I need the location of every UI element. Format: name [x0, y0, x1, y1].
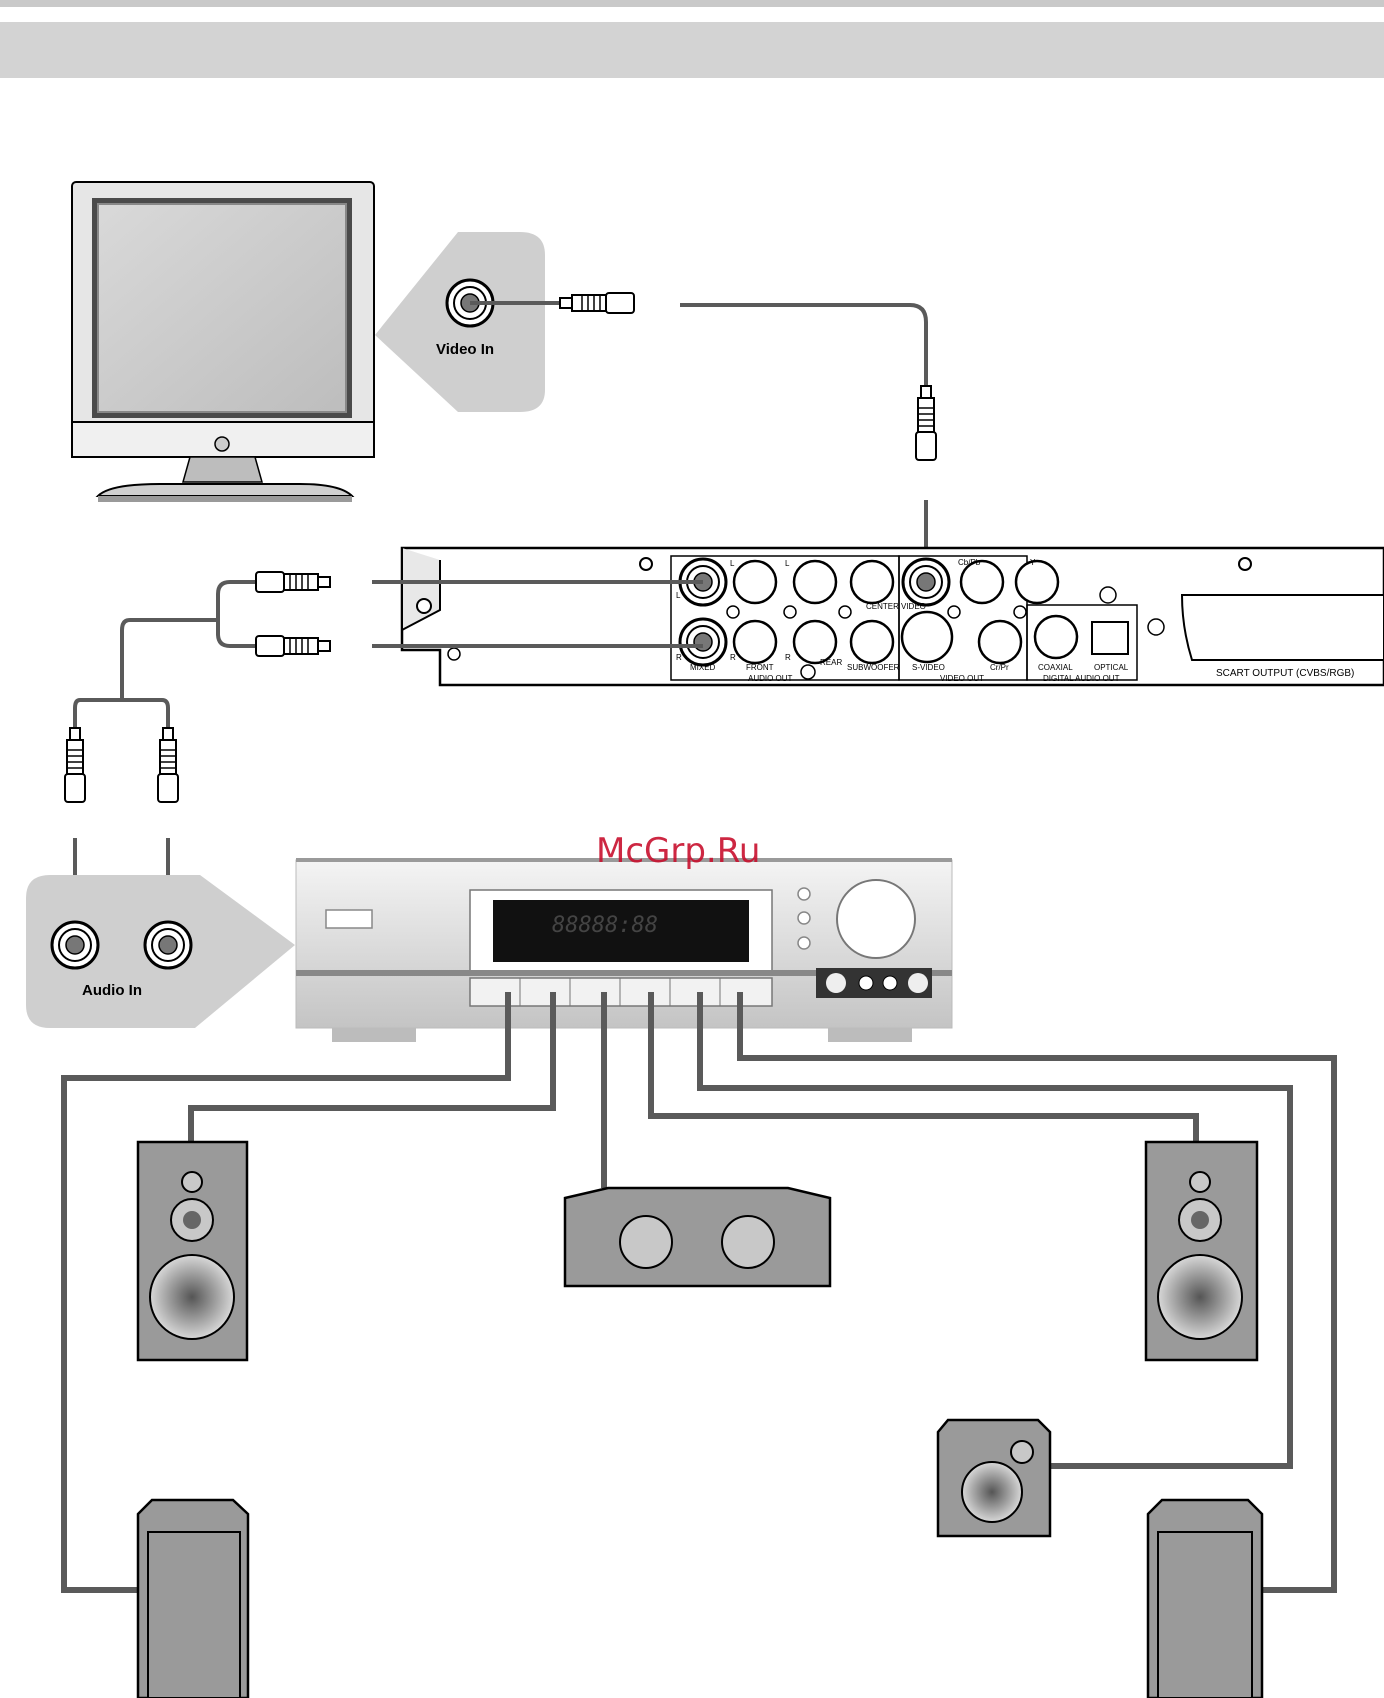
rear-l-label: L	[785, 559, 790, 568]
audio-in-label: Audio In	[82, 982, 142, 999]
television	[72, 182, 374, 502]
video-out-jack-icon	[903, 559, 949, 605]
cr-pr-label: Cr/Pr	[990, 663, 1009, 672]
front-label: FRONT	[746, 663, 774, 672]
audio-out-label: AUDIO OUT	[748, 674, 793, 683]
video-in-label: Video In	[436, 341, 494, 358]
digital-audio-out-label: DIGITAL AUDIO OUT	[1043, 674, 1120, 683]
dvd-player-rear-panel: L L L R R R MIXED FRONT REAR CENTER SUBW…	[402, 548, 1384, 685]
rear-left-speaker	[138, 1500, 248, 1698]
rear-right-speaker	[1148, 1500, 1262, 1698]
rear-label: REAR	[820, 658, 842, 667]
audio-in-right-jack-icon	[145, 922, 191, 968]
av-receiver: 88888:88	[296, 858, 952, 1042]
audio-in-callout: Audio In	[26, 875, 295, 1028]
video-label: VIDEO	[901, 602, 926, 611]
scart-label: SCART OUTPUT (CVBS/RGB)	[1216, 668, 1354, 679]
video-plug-vertical-icon	[916, 386, 936, 460]
front-right-speaker	[1146, 1142, 1257, 1360]
mixed-label: MIXED	[690, 663, 716, 672]
rear-r-label: R	[785, 653, 791, 662]
mixed-r-label: R	[676, 653, 682, 662]
front-left-speaker	[138, 1142, 247, 1360]
cb-pb-label: Cb/Pb	[958, 558, 981, 567]
receiver-display-digits: 88888:88	[552, 913, 658, 938]
y-label: Y	[1030, 558, 1036, 567]
video-plug-horizontal-icon	[560, 293, 634, 313]
front-r-label: R	[730, 653, 736, 662]
audio-in-left-jack-icon	[52, 922, 98, 968]
receiver-plug-right-icon	[158, 728, 178, 802]
audio-r-mixed-jack-icon	[680, 619, 726, 665]
mixed-l-label: L	[676, 591, 681, 600]
audio-plug-right-icon	[256, 636, 330, 656]
center-label: CENTER	[866, 602, 899, 611]
optical-label: OPTICAL	[1094, 663, 1129, 672]
receiver-plug-left-icon	[65, 728, 85, 802]
coaxial-label: COAXIAL	[1038, 663, 1073, 672]
s-video-label: S-VIDEO	[912, 663, 945, 672]
video-out-label: VIDEO OUT	[940, 674, 984, 683]
front-l-label: L	[730, 559, 735, 568]
center-speaker	[565, 1188, 830, 1286]
subwoofer-label: SUBWOOFER	[847, 663, 900, 672]
subwoofer	[938, 1420, 1050, 1536]
audio-plug-left-icon	[256, 572, 330, 592]
speaker-wires	[64, 992, 1334, 1590]
video-in-callout: Video In	[375, 232, 545, 412]
watermark: McGrp.Ru	[596, 831, 760, 871]
